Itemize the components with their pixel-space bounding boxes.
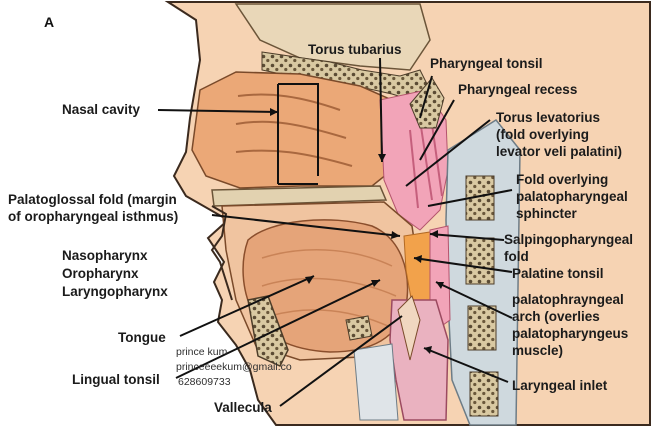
laryngeal-cartilage xyxy=(354,344,398,420)
label-palatoglossal-line-1: Palatoglossal fold (margin xyxy=(8,192,177,208)
label-laryngopharynx: Laryngopharynx xyxy=(62,284,168,300)
label-torus-levatorius-line-3: levator veli palatini) xyxy=(496,144,622,160)
label-salpingopharyngeal-line-2: fold xyxy=(504,249,529,265)
label-oropharynx: Oropharynx xyxy=(62,266,139,282)
label-arch-line-3: palatopharyngeus xyxy=(512,326,628,342)
label-fold-sphincter-line-2: palatopharyngeal xyxy=(516,189,628,205)
label-arch-line-4: muscle) xyxy=(512,343,563,359)
watermark-line-1: prince kum xyxy=(176,346,227,359)
vertebra-2 xyxy=(466,238,494,284)
watermark-line-3: 628609733 xyxy=(178,376,231,389)
label-tongue: Tongue xyxy=(118,330,166,346)
label-vallecula: Vallecula xyxy=(214,400,272,416)
label-palatoglossal-line-2: of oropharyngeal isthmus) xyxy=(8,209,178,225)
label-pharyngeal-tonsil: Pharyngeal tonsil xyxy=(430,56,543,72)
panel-letter: A xyxy=(44,14,54,30)
label-torus-levatorius-line-2: (fold overlying xyxy=(496,127,589,143)
label-salpingopharyngeal-line-1: Salpingopharyngeal xyxy=(504,232,633,248)
label-torus-tubarius: Torus tubarius xyxy=(308,42,402,58)
label-laryngeal-inlet: Laryngeal inlet xyxy=(512,378,607,394)
label-lingual-tonsil: Lingual tonsil xyxy=(72,372,160,388)
label-arch-line-1: palatophrayngeal xyxy=(512,292,624,308)
label-palatine-tonsil: Palatine tonsil xyxy=(512,266,604,282)
vertebra-4 xyxy=(470,372,498,416)
hyoid-bone xyxy=(346,316,372,340)
label-torus-levatorius-line-1: Torus levatorius xyxy=(496,110,600,126)
label-arch-line-2: arch (overlies xyxy=(512,309,600,325)
label-fold-sphincter-line-1: Fold overlying xyxy=(516,172,608,188)
watermark-line-2: princeeeekum@gmail.co xyxy=(176,361,292,374)
label-nasal-cavity: Nasal cavity xyxy=(62,102,140,118)
label-nasopharynx: Nasopharynx xyxy=(62,248,148,264)
nasal-cavity-region xyxy=(192,72,398,188)
label-fold-sphincter-line-3: sphincter xyxy=(516,206,577,222)
vertebra-3 xyxy=(468,306,496,350)
label-pharyngeal-recess: Pharyngeal recess xyxy=(458,82,577,98)
